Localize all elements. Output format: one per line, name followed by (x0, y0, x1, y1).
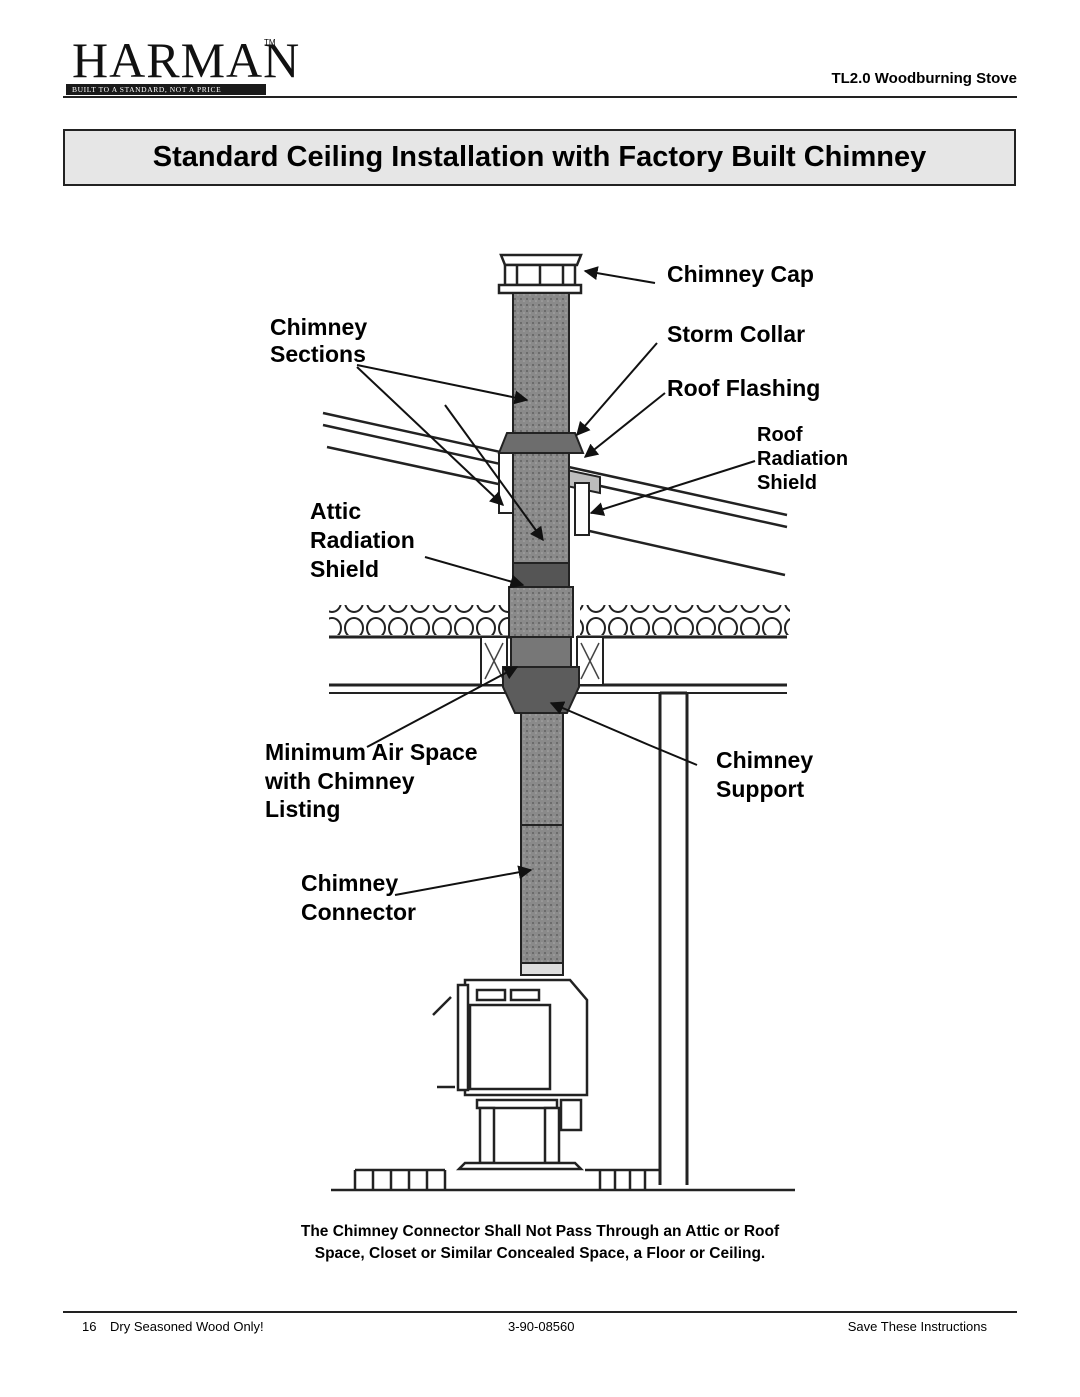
label-roof-radiation-line3: Shield (757, 472, 818, 494)
label-chimney-sections-line2: Sections (270, 341, 366, 367)
chimney-connector-pipe (520, 712, 564, 964)
diagram-drawing (322, 253, 795, 1192)
label-chimney-connector-line2: Connector (301, 899, 416, 925)
logo-tagline: BUILT TO A STANDARD, NOT A PRICE (72, 85, 222, 94)
roof-radiation-shield-right (574, 482, 590, 536)
label-chimney-support-line1: Chimney (716, 747, 814, 773)
logo-trademark: TM (264, 38, 276, 47)
chimney-support-box (502, 666, 580, 714)
label-min-air-space-line2: with Chimney (265, 768, 415, 794)
label-roof-radiation-line1: Roof (757, 424, 803, 446)
floor (331, 1168, 795, 1192)
chimney-section-middle (512, 452, 570, 564)
footer-right-text: Save These Instructions (847, 1319, 987, 1334)
wall (658, 691, 689, 1185)
document-title: TL2.0 Woodburning Stove (831, 70, 1017, 87)
stove (432, 978, 589, 1171)
label-chimney-support-line2: Support (716, 776, 805, 802)
label-attic-radiation-line1: Attic (310, 498, 362, 524)
label-min-air-space-line3: Listing (265, 796, 341, 822)
ceiling-box (510, 636, 572, 668)
label-chimney-cap: Chimney Cap (667, 261, 814, 287)
chimney-cap (497, 253, 583, 295)
section-title: Standard Ceiling Installation with Facto… (152, 141, 927, 173)
chimney-section-upper (512, 292, 570, 434)
header-divider (63, 96, 1017, 98)
page-number: 16 (82, 1319, 97, 1334)
footer-divider (63, 1311, 1017, 1313)
logo-tagline-bar (66, 84, 266, 95)
label-roof-flashing: Roof Flashing (667, 375, 821, 401)
chimney-section-lower (508, 586, 574, 638)
caption-line2: Space, Closet or Similar Concealed Space… (314, 1245, 766, 1262)
label-min-air-space-line1: Minimum Air Space (265, 739, 478, 765)
storm-collar (497, 432, 585, 454)
leader-arrows (356, 266, 756, 896)
label-chimney-sections-line1: Chimney (270, 314, 368, 340)
footer-left-text: Dry Seasoned Wood Only! (110, 1319, 264, 1334)
harman-logo: HARMAN TM BUILT TO A STANDARD, NOT A PRI… (66, 34, 299, 96)
footer-document-number: 3-90-08560 (508, 1319, 575, 1334)
label-chimney-connector-line1: Chimney (301, 870, 399, 896)
caption-line1: The Chimney Connector Shall Not Pass Thr… (300, 1223, 780, 1240)
label-roof-radiation-line2: Radiation (757, 448, 849, 470)
chimney-installation-diagram: Chimney Cap Chimney Sections Storm Colla… (255, 225, 855, 1200)
label-attic-radiation-line3: Shield (310, 556, 380, 582)
section-title-box: Standard Ceiling Installation with Facto… (63, 129, 1016, 186)
attic-radiation-shield (512, 562, 570, 588)
logo-wordmark: HARMAN (72, 32, 301, 88)
label-attic-radiation-line2: Radiation (310, 527, 415, 553)
label-storm-collar: Storm Collar (667, 321, 806, 347)
